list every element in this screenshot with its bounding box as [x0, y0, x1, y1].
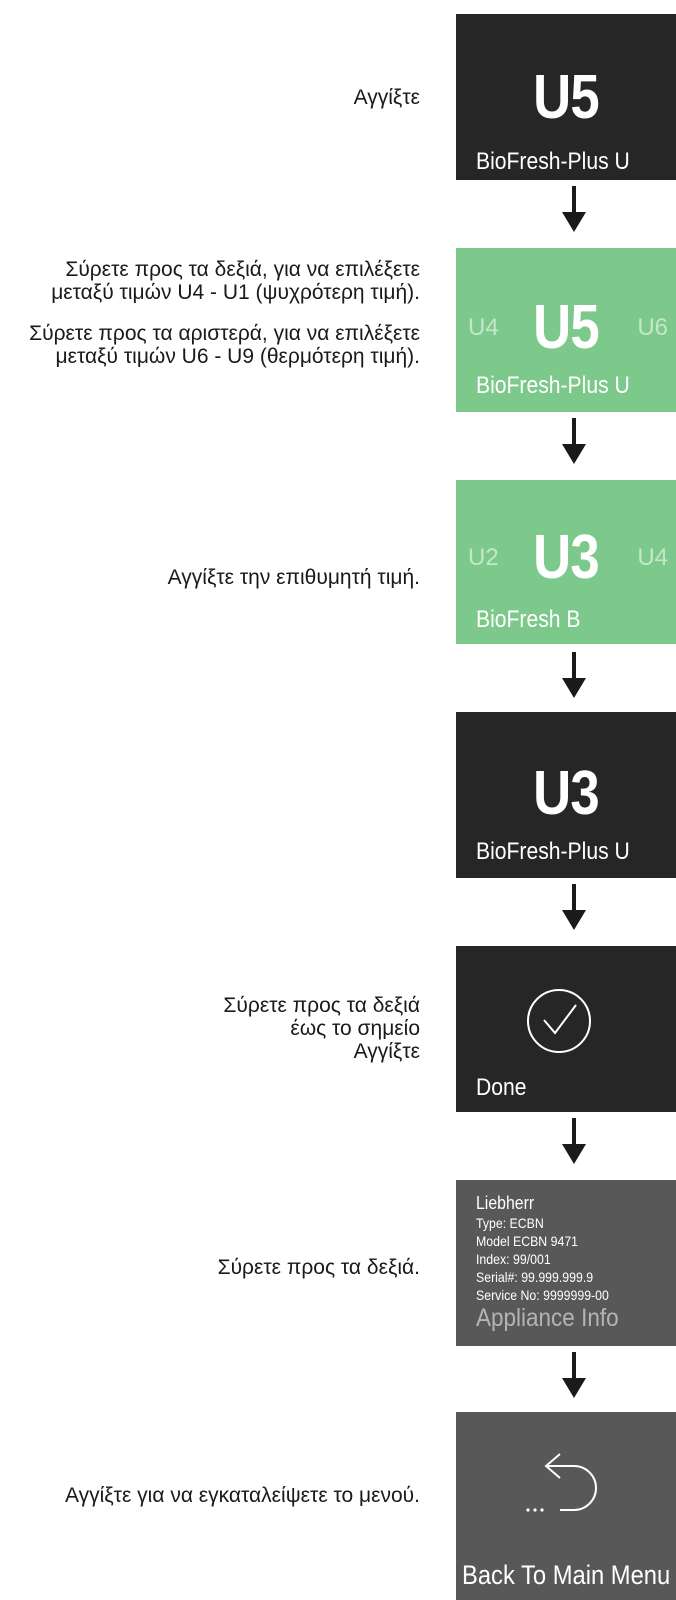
screen-u5-initial[interactable]: U5 BioFresh-Plus U [456, 14, 676, 180]
screen-u3-select[interactable]: U2 U3 U4 BioFresh B [456, 480, 676, 644]
instruction-text: Αγγίξτε [353, 86, 420, 109]
prev-value: U4 [468, 314, 499, 341]
screen-label: BioFresh-Plus U [476, 838, 630, 865]
screen-appliance-info[interactable]: Liebherr Type: ECBN Model ECBN 9471 Inde… [456, 1180, 676, 1346]
next-value: U4 [637, 544, 668, 571]
screen-label: Done [476, 1074, 527, 1101]
appliance-details: Liebherr Type: ECBN Model ECBN 9471 Inde… [476, 1192, 609, 1304]
screen-done[interactable]: Done [456, 946, 676, 1112]
instruction-step-2: Σύρετε προς τα δεξιά, για να επιλέξετε μ… [0, 258, 420, 368]
screen-u5-swipe[interactable]: U4 U5 U6 BioFresh-Plus U [456, 248, 676, 412]
instruction-text: Σύρετε προς τα δεξιά, για να επιλέξετε μ… [51, 258, 420, 304]
instruction-text: έως το σημείο [290, 1017, 420, 1040]
screen-u3-confirmed: U3 BioFresh-Plus U [456, 712, 676, 878]
instruction-text: Σύρετε προς τα αριστερά, για να επιλέξετ… [29, 322, 420, 368]
down-arrow-icon [562, 1352, 586, 1398]
down-arrow-icon [562, 884, 586, 930]
instruction-text: Σύρετε προς τα δεξιά. [217, 1256, 420, 1279]
screen-label: BioFresh B [476, 606, 581, 633]
prev-value: U2 [468, 544, 499, 571]
brand-name: Liebherr [476, 1193, 535, 1213]
down-arrow-icon [562, 186, 586, 232]
setting-value: U5 [533, 63, 600, 132]
instruction-step-5: Σύρετε προς τα δεξιά έως το σημείο Αγγίξ… [0, 994, 420, 1063]
down-arrow-icon [562, 1118, 586, 1164]
setting-value: U5 [533, 293, 600, 362]
info-line-service: Service No: 9999999-00 [476, 1287, 609, 1303]
setting-value: U3 [533, 523, 600, 592]
instruction-text: Σύρετε προς τα δεξιά [223, 994, 420, 1017]
instruction-step-1: Αγγίξτε [0, 86, 420, 109]
screen-back-to-main-menu[interactable]: Back To Main Menu [456, 1412, 676, 1600]
screen-label: BioFresh-Plus U [476, 148, 630, 175]
instruction-step-6: Σύρετε προς τα δεξιά. [0, 1256, 420, 1279]
instruction-text: Αγγίξτε την επιθυμητή τιμή. [167, 566, 420, 589]
instruction-text: Αγγίξτε [353, 1040, 420, 1063]
info-line-model: Model ECBN 9471 [476, 1233, 579, 1249]
instruction-step-7: Αγγίξτε για να εγκαταλείψετε το μενού. [0, 1484, 420, 1507]
info-line-serial: Serial#: 99.999.999.9 [476, 1269, 594, 1285]
screen-label: BioFresh-Plus U [476, 372, 630, 399]
back-arrow-icon [526, 1453, 597, 1512]
down-arrow-icon [562, 652, 586, 698]
screen-label: Back To Main Menu [462, 1560, 671, 1590]
next-value: U6 [637, 314, 668, 341]
info-line-index: Index: 99/001 [476, 1251, 551, 1267]
check-circle-icon [527, 989, 591, 1053]
info-line-type: Type: ECBN [476, 1215, 544, 1231]
instruction-text: Αγγίξτε για να εγκαταλείψετε το μενού. [64, 1484, 420, 1507]
down-arrow-icon [562, 418, 586, 464]
screen-title: Appliance Info [476, 1304, 619, 1332]
instruction-step-3: Αγγίξτε την επιθυμητή τιμή. [0, 566, 420, 589]
setting-value: U3 [533, 759, 600, 828]
